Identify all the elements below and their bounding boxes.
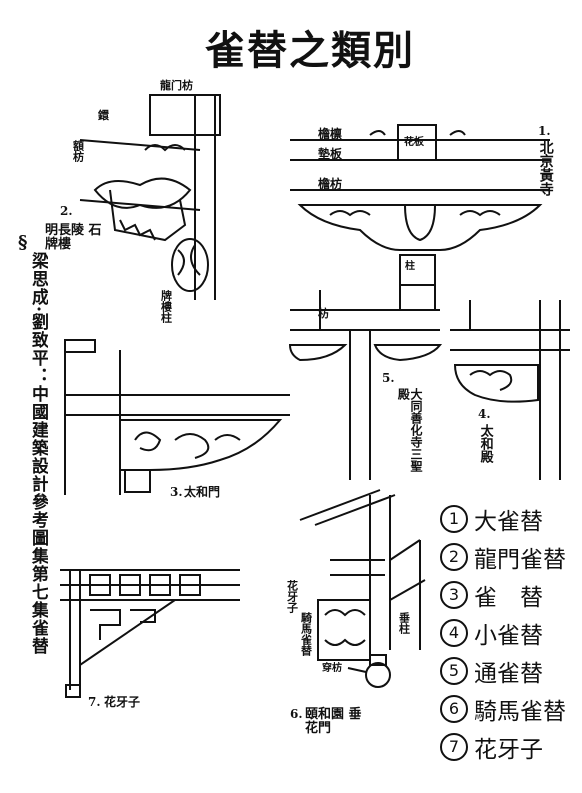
label-p4-number: 4. xyxy=(478,407,491,421)
label-p1-number: 1. xyxy=(538,124,551,138)
legend-label: 大雀替 xyxy=(474,509,543,535)
page-title: 雀替之類別 xyxy=(205,27,415,74)
section-mark: § xyxy=(18,232,28,253)
sketch-huangsi xyxy=(290,124,550,310)
label-p6-number: 6. xyxy=(290,707,303,721)
label-p5-place: 大同善化寺三聖殿 xyxy=(396,388,423,472)
legend-label: 花牙子 xyxy=(474,737,543,763)
label-p1-ar: 檐檩 xyxy=(318,127,343,141)
label-p7-place: 花牙子 xyxy=(104,695,141,709)
sketch-huayazi xyxy=(60,569,240,698)
sketch-chuihuamen xyxy=(299,489,426,688)
sketch-shanhua xyxy=(288,290,443,480)
label-p6-fang: 穿枋 xyxy=(322,663,342,674)
label-p5-fang: 枋 xyxy=(318,307,329,320)
label-p1-place: 北京黃寺 xyxy=(537,140,554,196)
legend-number: 4 xyxy=(440,619,468,647)
legend-label: 騎馬雀替 xyxy=(474,699,566,725)
legend-number: 2 xyxy=(440,543,468,571)
legend-label: 通雀替 xyxy=(474,661,543,687)
label-p2-longmenfang: 龍门枋 xyxy=(160,79,193,92)
label-p6-huayazi: 花牙子 xyxy=(285,580,299,613)
label-p6-chuizhu: 垂柱 xyxy=(397,612,411,634)
label-p3-place: 太和門 xyxy=(184,485,221,499)
legend-number: 3 xyxy=(440,581,468,609)
legend-number: 5 xyxy=(440,657,468,685)
side-citation: 梁思成·劉致平：中國建築設計參考圖集第七集雀替 xyxy=(28,252,48,655)
label-p2-number: 2. xyxy=(60,204,73,218)
label-p1-diankan: 墊板 xyxy=(318,147,343,161)
label-p2-huan: 鐶 xyxy=(98,109,109,122)
legend-label: 龍門雀替 xyxy=(474,547,566,573)
label-p7-number: 7. xyxy=(88,695,101,709)
sketch-taihedian xyxy=(450,300,570,480)
legend-number: 1 xyxy=(440,505,468,533)
label-p4-place: 太和殿 xyxy=(477,424,493,463)
sketch-taihemen xyxy=(64,339,290,495)
label-p3-number: 3. xyxy=(170,485,183,499)
label-p6-qiqueti: 騎馬雀替 xyxy=(299,612,313,656)
legend-label: 雀 替 xyxy=(474,585,543,611)
label-p5-number: 5. xyxy=(382,371,395,385)
label-p2-zhu: 牌樓柱 xyxy=(159,290,173,323)
label-p2-fang: 額枋 xyxy=(71,140,85,162)
sketch-ming-archway xyxy=(79,94,221,300)
legend-number: 6 xyxy=(440,695,468,723)
label-p2-place: 明長陵 石牌樓 xyxy=(45,223,102,252)
label-p1-zhu: 柱 xyxy=(405,261,415,272)
legend-number: 7 xyxy=(440,733,468,761)
legend-label: 小雀替 xyxy=(474,623,543,649)
label-p1-huaban: 花板 xyxy=(404,137,424,148)
label-p6-place: 頤和園 垂花門 xyxy=(305,707,362,736)
label-p1-fang: 檐枋 xyxy=(318,177,343,191)
